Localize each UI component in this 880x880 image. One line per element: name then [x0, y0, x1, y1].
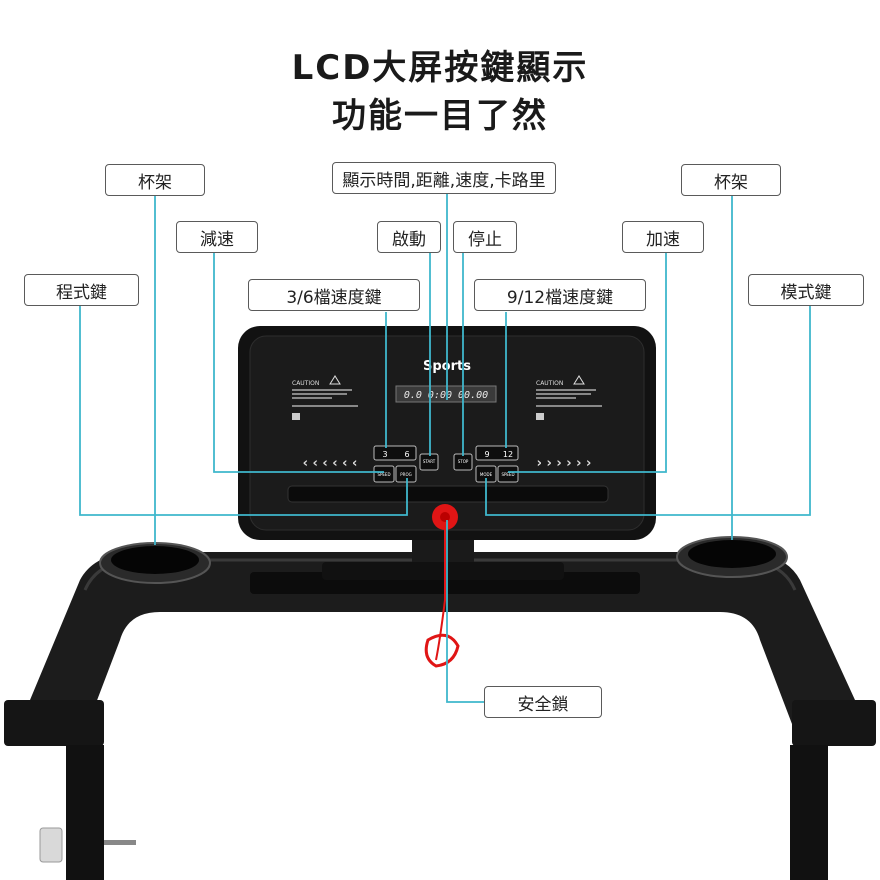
speed-up-label: SPEED	[501, 472, 514, 477]
start-label: START	[423, 459, 436, 464]
callout-display-info: 顯示時間,距離,速度,卡路里	[332, 162, 556, 194]
speed-3-label: 3	[382, 450, 387, 459]
warning-left-icon	[329, 375, 341, 385]
callout-cup-holder-right: 杯架	[681, 164, 781, 196]
caution-left-heading: CAUTION	[292, 380, 319, 387]
callout-decelerate: 減速	[176, 221, 258, 253]
headline-line1: LCD大屏按鍵顯示	[291, 48, 589, 88]
cup-holder-left-icon	[99, 542, 211, 584]
warning-right-icon	[573, 375, 585, 385]
speed-down-button[interactable]	[373, 465, 395, 483]
callout-mode-key: 模式鍵	[748, 274, 864, 306]
headline-line2: 功能一目了然	[332, 96, 548, 136]
callout-stop: 停止	[453, 221, 517, 253]
upright-left	[66, 745, 104, 880]
callout-program-key: 程式鍵	[24, 274, 139, 306]
folding-knob-icon[interactable]	[39, 827, 136, 863]
program-button[interactable]	[395, 465, 417, 483]
speed-12-label: 12	[503, 450, 513, 459]
right-arrows-icon: › › › › › ›	[537, 456, 592, 471]
speed-6-label: 6	[404, 450, 409, 459]
cup-holder-right-icon	[676, 536, 788, 578]
console-ledge	[287, 485, 609, 503]
speed-up-button[interactable]	[497, 465, 519, 483]
speed-9-label: 9	[484, 450, 489, 459]
speed-down-label: SPEED	[377, 472, 390, 477]
leader-lines	[79, 194, 811, 703]
lcd-readout: 0.0 0:00 00.00	[404, 390, 488, 401]
program-label: PROG	[400, 472, 411, 477]
start-button[interactable]	[419, 453, 439, 471]
handrail-end-left	[4, 700, 104, 746]
left-arrows-icon: ‹ ‹ ‹ ‹ ‹ ‹	[303, 456, 358, 471]
safety-clip-icon	[424, 633, 460, 668]
speed-9-12-button[interactable]	[475, 445, 519, 461]
stop-label: STOP	[458, 459, 469, 464]
callout-speed-3-6: 3/6檔速度鍵	[248, 279, 420, 311]
callout-speed-9-12: 9/12檔速度鍵	[474, 279, 646, 311]
mode-label: MODE	[480, 472, 493, 477]
callout-start: 啟動	[377, 221, 441, 253]
manual-left-icon	[292, 413, 300, 420]
callout-cup-holder-left: 杯架	[105, 164, 205, 196]
safety-cord	[435, 520, 446, 661]
lcd-screen	[395, 385, 497, 403]
callout-safety-key: 安全鎖	[484, 686, 602, 718]
callout-accelerate: 加速	[622, 221, 704, 253]
speed-3-6-button[interactable]	[373, 445, 417, 461]
manual-right-icon	[536, 413, 544, 420]
handrail-end-right	[792, 700, 876, 746]
caution-right-heading: CAUTION	[536, 380, 563, 387]
handrail-frame	[30, 552, 855, 745]
upright-right	[790, 745, 828, 880]
